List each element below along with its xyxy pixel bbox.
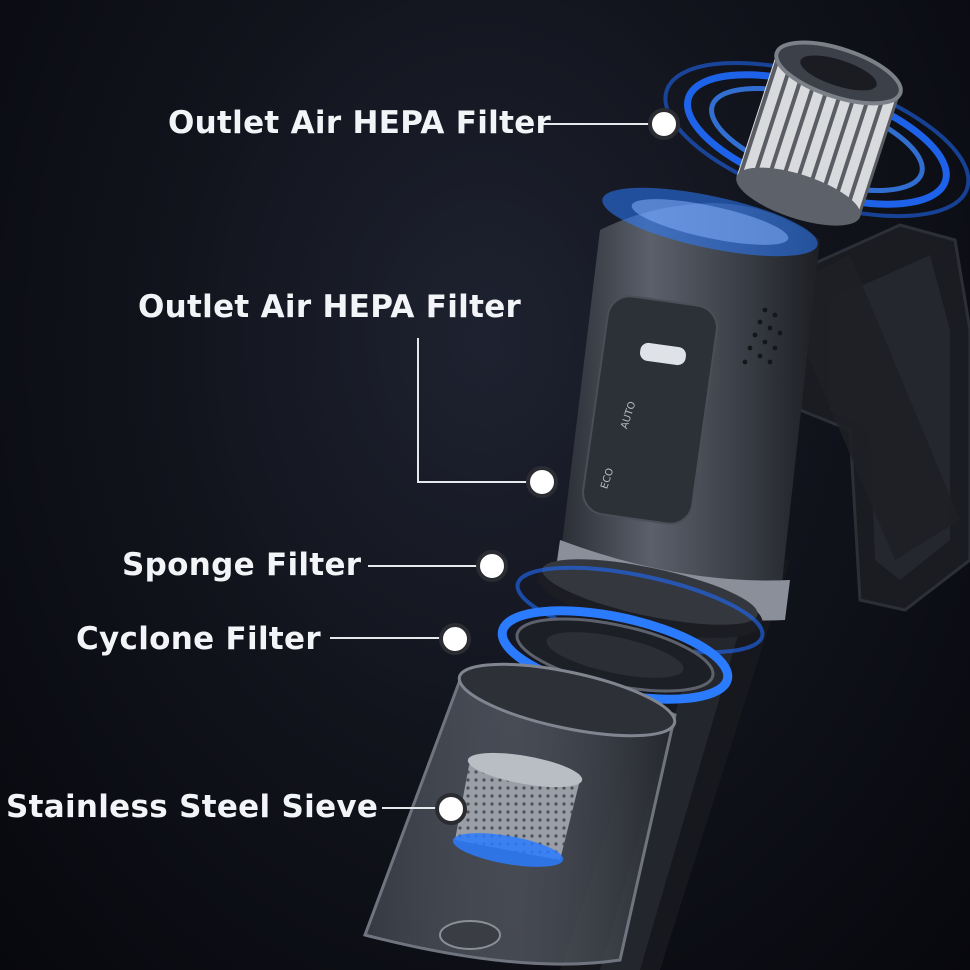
callout-markers: [435, 108, 680, 825]
motor-housing: AUTO ECO: [555, 187, 820, 621]
callout-leaders: [330, 123, 650, 809]
top-hepa-filter: [663, 40, 970, 226]
steel-sieve: [452, 752, 583, 867]
handle-frame: [780, 223, 970, 612]
callout-label-outlet-hepa-middle: Outlet Air HEPA Filter: [138, 289, 522, 325]
callout-label-sponge-filter: Sponge Filter: [122, 547, 362, 583]
callout-label-outlet-hepa-top: Outlet Air HEPA Filter: [168, 105, 552, 141]
dust-bin: [363, 662, 677, 966]
callout-label-cyclone-filter: Cyclone Filter: [76, 621, 321, 657]
callout-label-steel-sieve: Stainless Steel Sieve: [6, 789, 379, 825]
